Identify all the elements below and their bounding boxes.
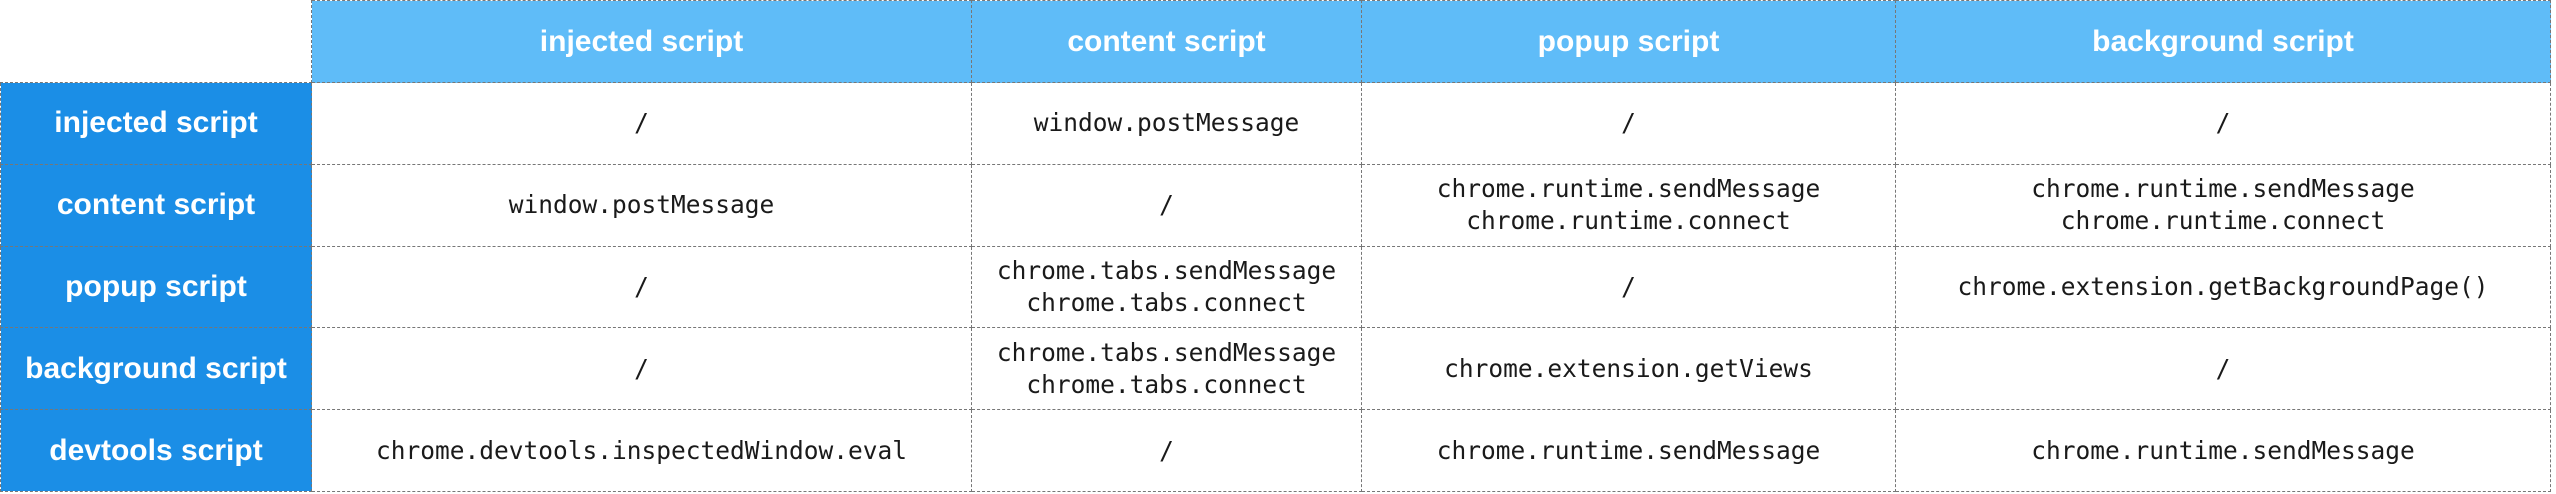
row-header-background-script: background script — [0, 327, 312, 411]
table-cell: / — [1895, 327, 2551, 411]
table-cell: / — [1895, 82, 2551, 165]
table-cell: chrome.runtime.sendMessage chrome.runtim… — [1895, 163, 2551, 247]
table-cell: window.postMessage — [971, 82, 1362, 165]
table-cell: chrome.extension.getBackgroundPage() — [1895, 245, 2551, 329]
column-header-popup-script: popup script — [1361, 0, 1896, 83]
row-header-popup-script: popup script — [0, 245, 312, 329]
table-cell: chrome.tabs.sendMessage chrome.tabs.conn… — [971, 327, 1362, 411]
row-header-devtools-script: devtools script — [0, 409, 312, 492]
table-cell: chrome.extension.getViews — [1361, 327, 1896, 411]
column-header-injected-script: injected script — [311, 0, 972, 83]
corner-cell — [0, 0, 312, 83]
table-cell: / — [1361, 245, 1896, 329]
table-cell: chrome.runtime.sendMessage chrome.runtim… — [1361, 163, 1896, 247]
table-cell: / — [311, 82, 972, 165]
table-cell: chrome.tabs.sendMessage chrome.tabs.conn… — [971, 245, 1362, 329]
table-row: devtools script chrome.devtools.inspecte… — [0, 409, 2551, 492]
column-header-row: injected script content script popup scr… — [0, 0, 2551, 83]
table-cell: chrome.devtools.inspectedWindow.eval — [311, 409, 972, 492]
table-cell: / — [311, 327, 972, 411]
column-header-background-script: background script — [1895, 0, 2551, 83]
row-header-injected-script: injected script — [0, 82, 312, 165]
row-header-content-script: content script — [0, 163, 312, 247]
table-row: content script window.postMessage / chro… — [0, 163, 2551, 247]
table-row: injected script / window.postMessage / / — [0, 82, 2551, 165]
table-cell: chrome.runtime.sendMessage — [1895, 409, 2551, 492]
table-cell: / — [1361, 82, 1896, 165]
table-cell: / — [971, 409, 1362, 492]
table-row: popup script / chrome.tabs.sendMessage c… — [0, 245, 2551, 329]
column-header-content-script: content script — [971, 0, 1362, 83]
table-cell: / — [971, 163, 1362, 247]
table-cell: window.postMessage — [311, 163, 972, 247]
table-cell: chrome.runtime.sendMessage — [1361, 409, 1896, 492]
table-row: background script / chrome.tabs.sendMess… — [0, 327, 2551, 411]
table-cell: / — [311, 245, 972, 329]
